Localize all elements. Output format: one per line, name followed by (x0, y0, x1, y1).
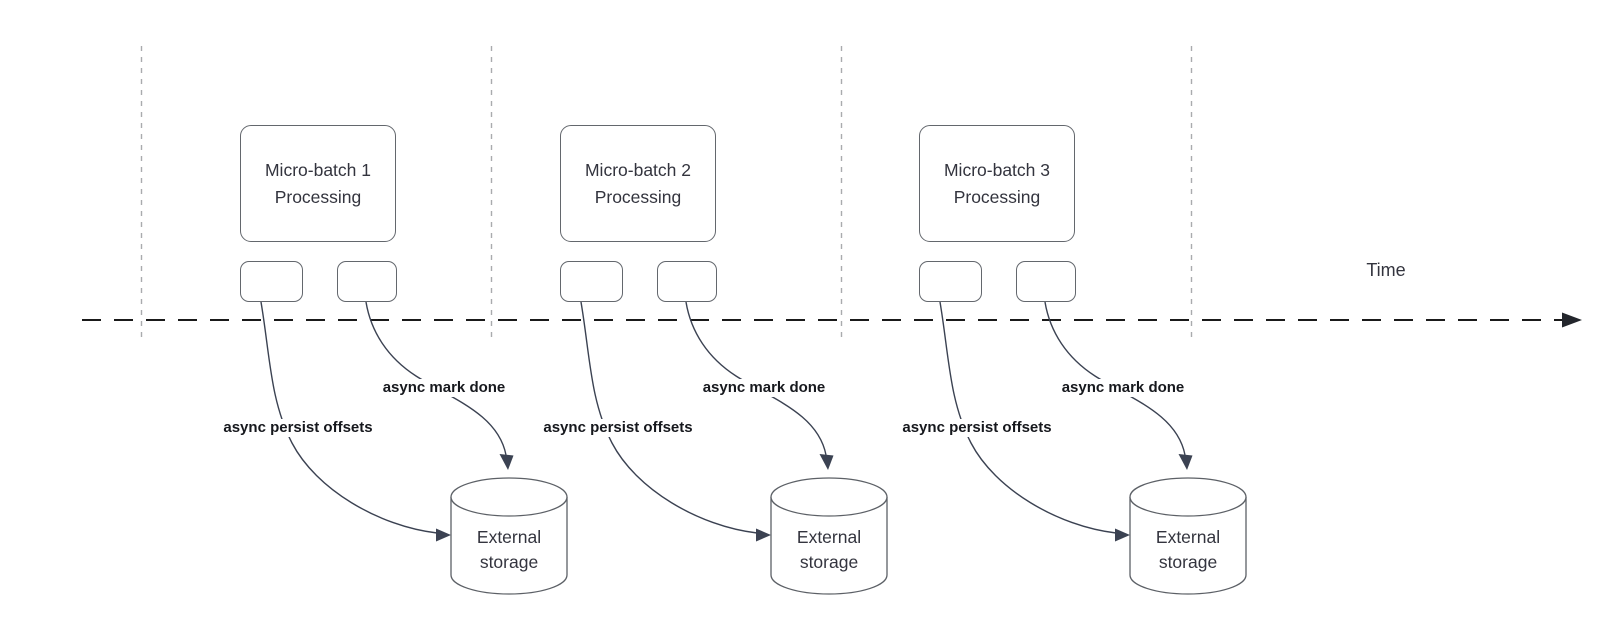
external-storage-label: External storage (1155, 526, 1221, 572)
database-cylinder-icon (450, 477, 568, 595)
persist-offsets-label: async persist offsets (188, 419, 408, 437)
persist-offsets-arrow (260, 301, 438, 534)
micro-batch-1-processing-box: Micro-batch 1 Processing (240, 125, 396, 242)
micro-batch-1-title: Micro-batch 1 Processing (264, 159, 371, 207)
database-cylinder-icon (770, 477, 888, 595)
arrowhead-icon (436, 528, 451, 542)
arrowhead-icon (756, 528, 771, 542)
micro-batch-2-processing-box: Micro-batch 2 Processing (560, 125, 716, 242)
persist-offsets-arrow (939, 301, 1117, 534)
external-storage-cylinder: External storage (450, 477, 568, 595)
micro-batch-3-processing-box: Micro-batch 3 Processing (919, 125, 1075, 242)
arrowhead-icon (819, 454, 834, 470)
arrow-right-icon (1562, 312, 1582, 328)
database-cylinder-icon (1129, 477, 1247, 595)
persist-offsets-arrow (580, 301, 758, 534)
time-axis-label: Time (1366, 260, 1406, 280)
external-storage-label: External storage (796, 526, 862, 572)
micro-batch-3-title: Micro-batch 3 Processing (943, 159, 1050, 207)
micro-batch-column-3: Micro-batch 3 Processing async persist o… (867, 0, 1259, 642)
persist-offsets-task-box (919, 261, 982, 302)
persist-offsets-label: async persist offsets (867, 419, 1087, 437)
mark-done-label: async mark done (1032, 379, 1214, 397)
mark-done-task-box (657, 261, 717, 302)
persist-offsets-task-box (240, 261, 303, 302)
mark-done-label: async mark done (673, 379, 855, 397)
arrowhead-icon (1115, 528, 1130, 542)
mark-done-task-box (337, 261, 397, 302)
external-storage-cylinder: External storage (770, 477, 888, 595)
mark-done-label: async mark done (353, 379, 535, 397)
arrowhead-icon (1178, 454, 1193, 470)
persist-offsets-task-box (560, 261, 623, 302)
external-storage-cylinder: External storage (1129, 477, 1247, 595)
micro-batch-column-2: Micro-batch 2 Processing async persist o… (508, 0, 900, 642)
batch-boundary-guides (140, 46, 1193, 342)
micro-batch-2-title: Micro-batch 2 Processing (584, 159, 691, 207)
mark-done-task-box (1016, 261, 1076, 302)
micro-batch-column-1: Micro-batch 1 Processing async persist o… (188, 0, 580, 642)
persist-offsets-label: async persist offsets (508, 419, 728, 437)
external-storage-label: External storage (476, 526, 542, 572)
arrowhead-icon (499, 454, 514, 470)
